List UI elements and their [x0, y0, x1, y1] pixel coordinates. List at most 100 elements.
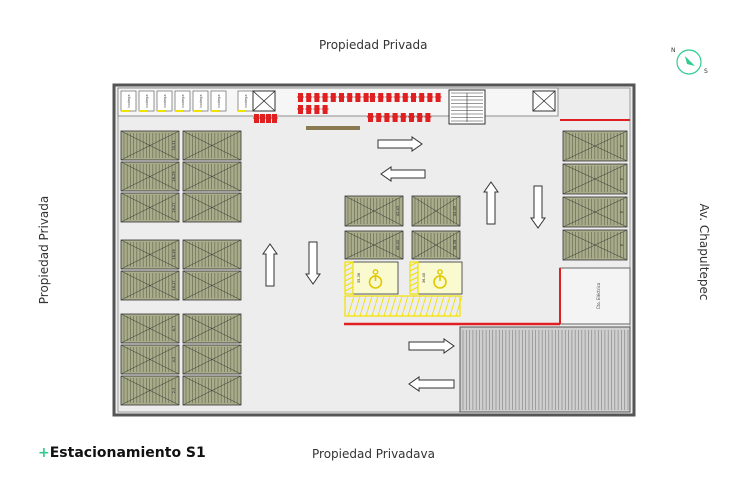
label-top-property: Propiedad Privada [319, 38, 428, 52]
walkway-hatch [353, 295, 361, 317]
electric-room [559, 267, 631, 325]
stall-cross [344, 195, 404, 227]
walkway-hatch [455, 295, 463, 317]
stall-cross [120, 375, 180, 406]
walkway-hatch [359, 295, 367, 317]
storage-label: bodega [217, 94, 221, 107]
stall-cross [182, 239, 242, 270]
elevator-right-cross-2 [532, 90, 556, 112]
storage-label: bodega [163, 94, 167, 107]
stall-label: 18-19 [172, 249, 176, 259]
arrow-icon [377, 136, 423, 152]
circulation-arrows [262, 136, 546, 392]
storage-label: bodega [244, 94, 248, 107]
compass-icon [676, 49, 702, 75]
walkway-hatch [377, 295, 385, 317]
stall-cross [120, 130, 180, 161]
storage-label: bodega [199, 94, 203, 107]
accessible-label: 36-40 [422, 273, 426, 283]
arrow-icon [408, 376, 455, 392]
arrow-icon [408, 338, 455, 354]
label-bottom-property: Propiedad Privadava [312, 447, 435, 461]
stall-cross [120, 270, 180, 301]
storage-label: bodega [181, 94, 185, 107]
walkway-hatch [371, 295, 379, 317]
stall-cross [182, 270, 242, 301]
stall-cross [344, 230, 404, 260]
stall-label: 16-17 [172, 280, 176, 290]
stall-label: 44-45 [453, 206, 457, 216]
walkway-hatch [395, 295, 403, 317]
stall-cross [182, 344, 242, 375]
accessible-aisle [409, 261, 419, 295]
stall-label: 28-29 [172, 171, 176, 181]
stall-label: E [620, 178, 624, 180]
arrow-icon [380, 166, 426, 182]
arrow-icon [483, 181, 499, 225]
accessible-walkway [344, 295, 461, 317]
accessible-hatch [409, 286, 419, 292]
stall-cross [182, 192, 242, 223]
walkway-hatch [413, 295, 421, 317]
compass-s: S [704, 68, 708, 75]
stall-cross [120, 344, 180, 375]
accessible-hatch [409, 281, 419, 287]
accessible-aisle [344, 261, 354, 295]
walkway-hatch [347, 295, 355, 317]
stall-label: E [620, 244, 624, 246]
accessible-hatch [344, 271, 354, 277]
accessible-hatch [344, 266, 354, 272]
walkway-hatch [425, 295, 433, 317]
accessible-hatch [409, 271, 419, 277]
stall-label: 26-27 [172, 202, 176, 212]
stall-cross [120, 313, 180, 344]
stall-label: E [620, 145, 624, 147]
walkway-hatch [449, 295, 457, 317]
stall-cross [182, 375, 242, 406]
walkway-hatch [431, 295, 439, 317]
motorcycle-parking [253, 93, 442, 123]
accessible-label: 35-36 [357, 273, 361, 283]
stall-cross [120, 161, 180, 192]
accessible-hatch [344, 281, 354, 287]
walkway-hatch [407, 295, 415, 317]
stall-label: 42-43 [396, 206, 400, 216]
accessible-hatch [409, 276, 419, 282]
electric-room-label: Cto. Eléctrico [596, 282, 601, 309]
walkway-hatch [365, 295, 373, 317]
stall-cross [411, 195, 461, 227]
accessible-hatch [344, 276, 354, 282]
stall-cross [562, 130, 628, 162]
stall-cross [562, 229, 628, 261]
bench [306, 126, 360, 130]
storage-label: bodega [127, 94, 131, 107]
walkway-hatch [437, 295, 445, 317]
accessible-spaces: 35-36 36-40 [344, 261, 463, 317]
accessible-hatch [409, 266, 419, 272]
stall-label: 6-7 [172, 326, 176, 332]
walkway-hatch [383, 295, 391, 317]
accessible-hatch [409, 261, 419, 267]
arrow-icon [530, 185, 546, 229]
stall-cross [182, 161, 242, 192]
arrow-icon [262, 243, 278, 287]
walkway-hatch [443, 295, 451, 317]
stall-label: 38-39 [453, 240, 457, 250]
walkway-hatch [401, 295, 409, 317]
ramp-lines [462, 330, 629, 410]
accessible-hatch [344, 286, 354, 292]
wheelchair-icon [372, 269, 379, 275]
title-text: Estacionamiento S1 [49, 445, 206, 461]
walkway-hatch [419, 295, 427, 317]
stall-cross [120, 239, 180, 270]
stall-label: 2-3 [172, 388, 176, 394]
stairwell [448, 89, 486, 125]
arrow-icon [305, 241, 321, 285]
storage-label: bodega [145, 94, 149, 107]
stall-label: 4-5 [172, 357, 176, 363]
stall-cross [562, 196, 628, 228]
wheelchair-icon [437, 269, 443, 275]
stall-label: 30-31 [172, 140, 176, 150]
stall-label: 40-41 [396, 240, 400, 250]
